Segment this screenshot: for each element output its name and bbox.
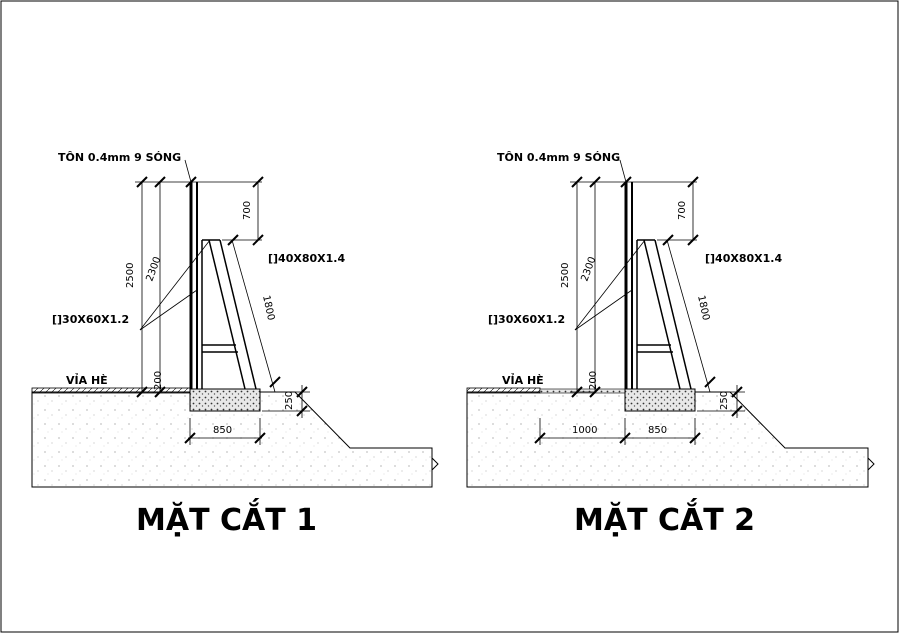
dim-total-height: 2500 <box>125 263 136 288</box>
break-line <box>431 457 439 471</box>
dim-footing-width-2: 850 <box>648 425 667 436</box>
dim-gap: 200 <box>153 371 164 390</box>
break-line-2 <box>867 457 875 471</box>
dim-diagonal: 1800 <box>260 294 276 321</box>
tick-marks <box>136 176 308 444</box>
sheet-label: TÔN 0.4mm 9 SÓNG <box>58 151 181 164</box>
tick-marks-2 <box>534 176 743 444</box>
sidewalk-label-2: VỈA HÈ <box>502 373 544 387</box>
dim-footing-width: 850 <box>213 425 232 436</box>
strut-label-2: []40X80X1.4 <box>705 252 782 265</box>
sidewalk-paving <box>31 387 191 394</box>
dim-top: 700 <box>242 201 253 220</box>
brace-strut-b-2 <box>654 239 692 390</box>
brace-strut-a-2 <box>643 239 681 390</box>
dim-sheet-height-2: 2300 <box>579 255 598 283</box>
brace-strut-b <box>219 239 257 390</box>
dim-sheet-height: 2300 <box>144 255 163 283</box>
post-label: []30X60X1.2 <box>52 313 129 326</box>
dim-footing-depth-2: 250 <box>719 391 730 410</box>
concrete-footing-2 <box>624 388 696 412</box>
dim-gap-2: 200 <box>588 371 599 390</box>
dimensions-2 <box>538 159 745 445</box>
dimensions <box>135 159 310 445</box>
sidewalk-label: VỈA HÈ <box>66 373 108 387</box>
concrete-footing <box>189 388 261 412</box>
section-2-title: MẶT CẮT 2 <box>574 498 755 538</box>
section-1-title: MẶT CẮT 1 <box>136 498 317 538</box>
dim-total-height-2: 2500 <box>560 263 571 288</box>
strut-label: []40X80X1.4 <box>268 252 345 265</box>
section-1: TÔN 0.4mm 9 SÓNG []40X80X1.4 []30X60X1.2… <box>31 151 439 538</box>
post-label-2: []30X60X1.2 <box>488 313 565 326</box>
dim-footing-depth: 250 <box>284 391 295 410</box>
dim-diagonal-2: 1800 <box>695 294 711 321</box>
sidewalk-paving-2 <box>466 387 541 394</box>
section-2: TÔN 0.4mm 9 SÓNG []40X80X1.4 []30X60X1.2… <box>466 151 875 538</box>
dim-top-2: 700 <box>677 201 688 220</box>
sheet-label-2: TÔN 0.4mm 9 SÓNG <box>497 151 620 164</box>
brace-strut-a <box>208 239 246 390</box>
dim-offset: 1000 <box>572 425 597 436</box>
